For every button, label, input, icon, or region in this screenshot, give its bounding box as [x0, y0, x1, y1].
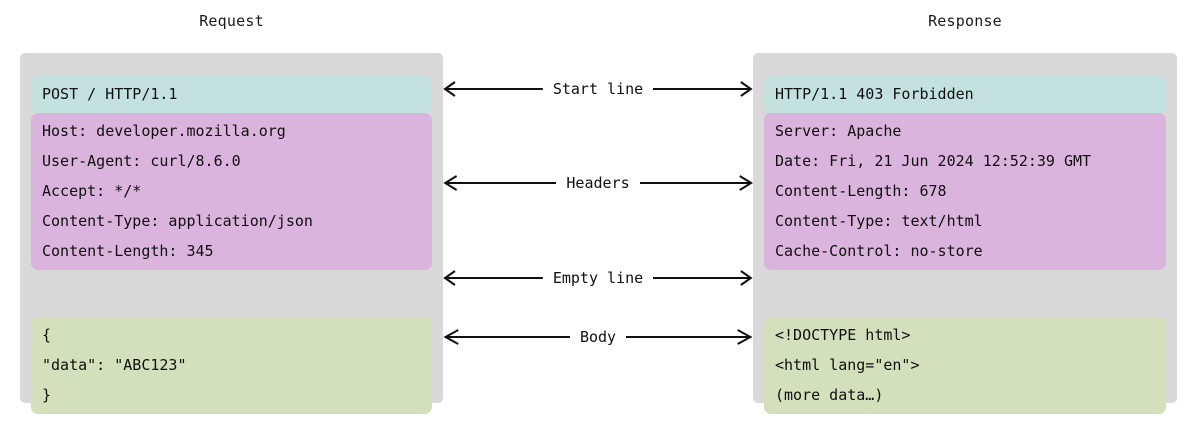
arrow-label-start-line: Start line: [552, 80, 644, 98]
request-body-section: { "data": "ABC123" }: [31, 317, 432, 414]
response-header-line: Content-Type: text/html: [775, 212, 983, 230]
request-header-line: Content-Length: 345: [42, 242, 214, 260]
left-arrow-icon: [443, 325, 570, 349]
arrow-label-headers: Headers: [566, 174, 630, 192]
request-header-line: Accept: */*: [42, 182, 142, 200]
request-message-panel: POST / HTTP/1.1 Host: developer.mozilla.…: [20, 53, 443, 414]
request-empty-line-gap: [31, 270, 432, 317]
arrow-label-body: Body: [579, 328, 617, 346]
request-body-line: {: [42, 326, 52, 344]
request-headers-section: Host: developer.mozilla.org User-Agent: …: [31, 113, 432, 270]
right-arrow-icon: [640, 171, 753, 195]
left-arrow-icon: [443, 266, 543, 290]
response-header-line: Cache-Control: no-store: [775, 242, 983, 260]
response-empty-line-gap: [764, 270, 1166, 317]
request-start-line-section: POST / HTTP/1.1: [31, 76, 432, 113]
right-arrow-icon: [653, 77, 753, 101]
response-header-line: Content-Length: 678: [775, 182, 947, 200]
arrow-row-body: Body: [443, 325, 753, 349]
request-header-line: User-Agent: curl/8.6.0: [42, 152, 241, 170]
left-arrow-icon: [443, 171, 556, 195]
response-body-line: (more data…): [775, 386, 884, 404]
response-headers-section: Server: Apache Date: Fri, 21 Jun 2024 12…: [764, 113, 1166, 270]
arrow-label-empty-line: Empty line: [552, 269, 644, 287]
request-body-line: "data": "ABC123": [42, 356, 187, 374]
right-arrow-icon: [626, 325, 753, 349]
request-header-line: Content-Type: application/json: [42, 212, 313, 230]
response-header-line: Date: Fri, 21 Jun 2024 12:52:39 GMT: [775, 152, 1092, 170]
request-header-line: Host: developer.mozilla.org: [42, 122, 286, 140]
response-header-line: Server: Apache: [775, 122, 902, 140]
arrow-row-start-line: Start line: [443, 77, 753, 101]
left-arrow-icon: [443, 77, 543, 101]
response-body-section: <!DOCTYPE html> <html lang="en"> (more d…: [764, 317, 1166, 414]
arrow-row-headers: Headers: [443, 171, 753, 195]
response-column-title: Response: [928, 12, 1002, 30]
request-start-line: POST / HTTP/1.1: [42, 85, 178, 103]
response-body-line: <html lang="en">: [775, 356, 920, 374]
request-body-line: }: [42, 386, 52, 404]
arrow-label-column: Start line Headers: [443, 53, 753, 403]
response-message-panel: HTTP/1.1 403 Forbidden Server: Apache Da…: [753, 53, 1177, 414]
request-column-title: Request: [199, 12, 264, 30]
right-arrow-icon: [653, 266, 753, 290]
response-start-line-section: HTTP/1.1 403 Forbidden: [764, 76, 1166, 113]
arrow-row-empty-line: Empty line: [443, 266, 753, 290]
response-body-line: <!DOCTYPE html>: [775, 326, 911, 344]
response-start-line: HTTP/1.1 403 Forbidden: [775, 85, 974, 103]
